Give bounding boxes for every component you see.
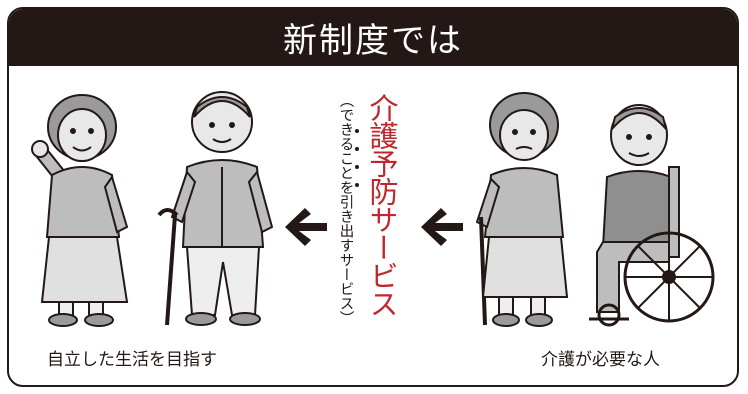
panel-frame: 新制度では [7, 7, 739, 387]
left-caption: 自立した生活を目指す [47, 350, 217, 370]
header-title: 新制度では [283, 21, 463, 61]
emphasis-dots [355, 129, 359, 187]
right-caption: 介護が必要な人 [541, 350, 660, 370]
seniors-needing-care-illustration [475, 92, 715, 327]
service-description: （できることを引き出すサービス） [337, 93, 354, 325]
header-bar: 新制度では [9, 9, 737, 66]
arrow-left-icon [285, 208, 327, 246]
care-prevention-service-label: 介護予防サービス [365, 93, 399, 317]
independent-seniors-illustration [31, 91, 274, 327]
arrow-left-icon [421, 208, 463, 246]
